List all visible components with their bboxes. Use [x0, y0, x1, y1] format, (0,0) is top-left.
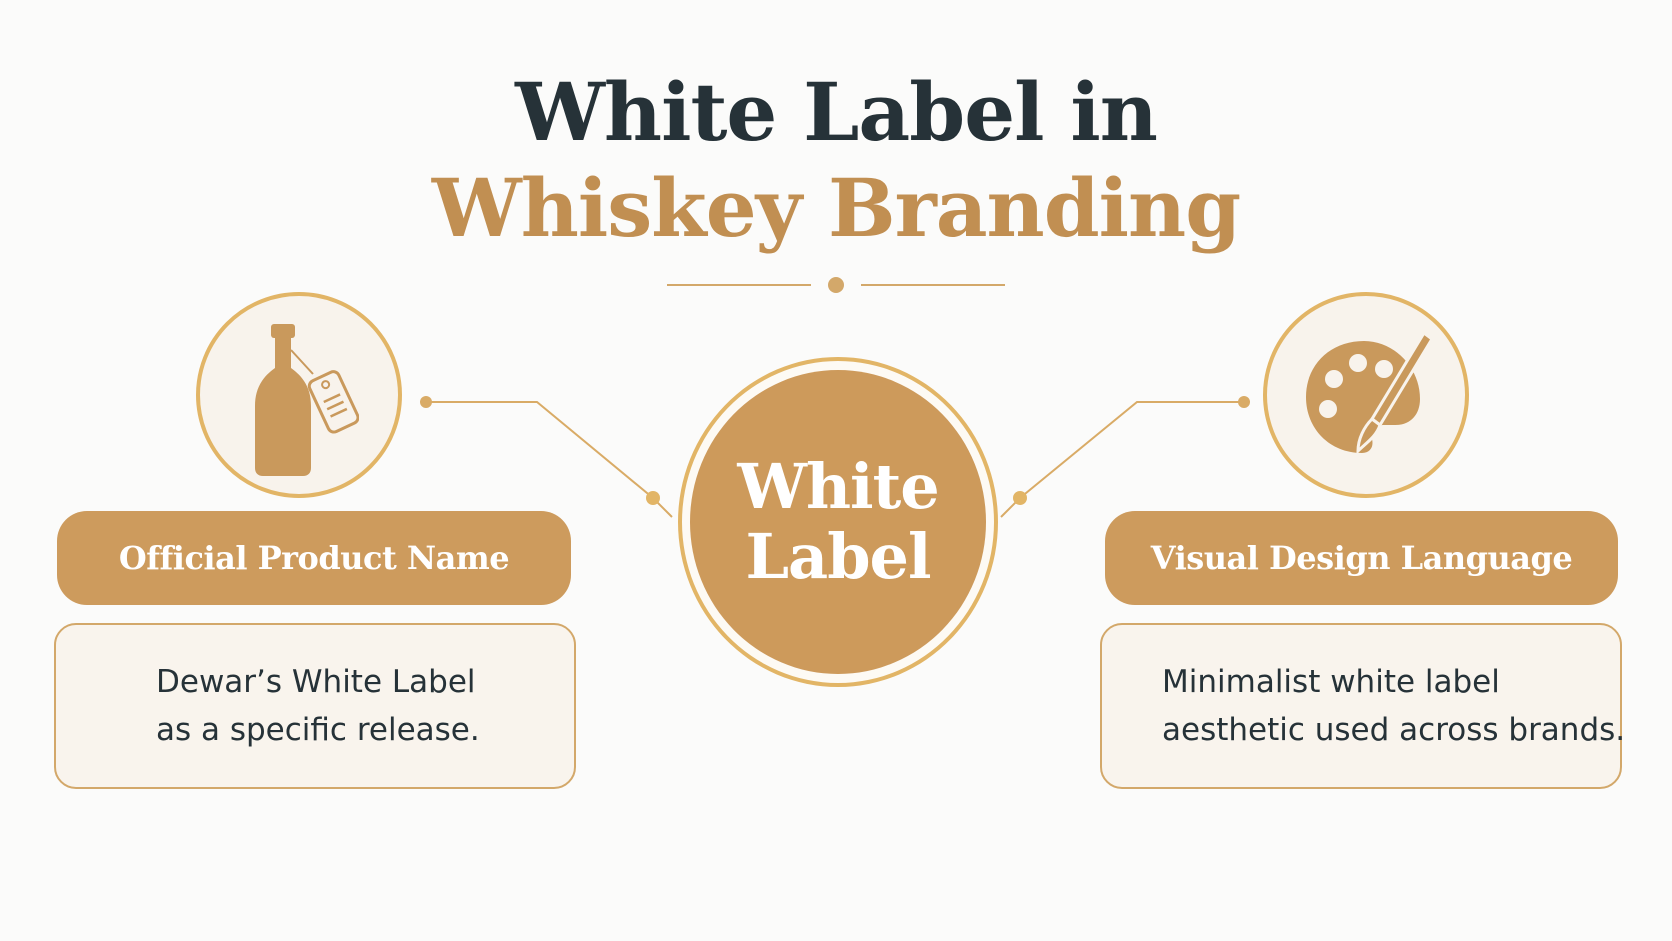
left-heading-pill: Official Product Name [57, 511, 571, 605]
left-description-line-2: as a specific release. [156, 712, 480, 748]
title-line-1: White Label in [515, 65, 1158, 159]
center-hub-inner: White Label [690, 370, 986, 674]
right-description-line-1: Minimalist white label [1162, 664, 1500, 700]
right-connector [1000, 396, 1250, 518]
center-hub: White Label [678, 357, 998, 687]
right-description-card: Minimalist white label aesthetic used ac… [1100, 623, 1626, 789]
title-divider [667, 277, 1005, 293]
center-hub-label: White Label [737, 450, 939, 593]
title-line-2: Whiskey Branding [431, 161, 1241, 255]
left-icon-circle [196, 292, 402, 498]
center-hub-line-1: White [737, 450, 939, 523]
bottle-with-tag-icon [255, 324, 359, 476]
left-description-line-1: Dewar’s White Label [156, 664, 476, 700]
right-description-line-2: aesthetic used across brands. [1162, 712, 1626, 748]
right-heading-pill: Visual Design Language [1105, 511, 1618, 605]
right-icon-circle [1263, 292, 1469, 498]
left-connector [420, 396, 673, 518]
palette-and-brush-icon [1306, 330, 1434, 455]
center-hub-line-2: Label [745, 520, 931, 593]
left-description-card: Dewar’s White Label as a specific releas… [54, 623, 576, 789]
